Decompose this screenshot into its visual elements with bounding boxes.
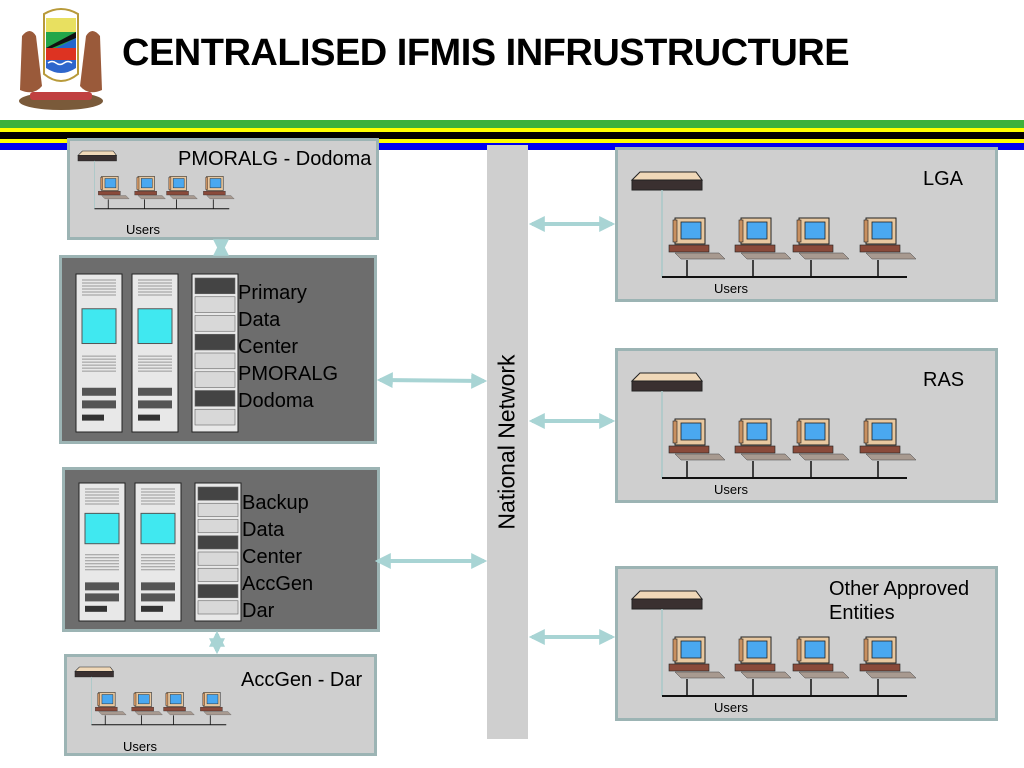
server-rack-icon xyxy=(134,482,182,622)
backup-data-center-box: Backup Data Center AccGen Dar xyxy=(62,467,380,632)
server-rack-icon xyxy=(131,273,179,433)
users-label: Users xyxy=(714,482,748,497)
backup-data-center-label: Backup Data Center AccGen Dar xyxy=(242,492,314,622)
workstation-icon xyxy=(859,217,917,260)
site-title: Other Approved Entities xyxy=(829,578,970,624)
server-rack-icon xyxy=(191,273,239,433)
primary-data-center-box: Primary Data Center PMORALG Dodoma xyxy=(59,255,377,444)
workstation-icon xyxy=(734,217,792,260)
workstation-icon xyxy=(131,692,163,715)
site-box-accgen: AccGen - Dar Users xyxy=(64,654,377,756)
router-icon xyxy=(630,590,703,610)
site-box-other-entities: Other Approved Entities Users xyxy=(615,566,998,721)
workstation-icon xyxy=(200,692,232,715)
server-rack-icon xyxy=(78,482,126,622)
workstation-icon xyxy=(163,692,195,715)
workstation-icon xyxy=(668,217,726,260)
user-network-diagram xyxy=(630,590,917,697)
users-label: Users xyxy=(123,739,157,754)
site-box-pmoralg: PMORALG - Dodoma Users xyxy=(67,138,379,240)
yellow-stripe-lower xyxy=(0,139,1024,143)
server-racks-icon xyxy=(78,482,242,622)
router-icon xyxy=(630,171,703,191)
primary-data-center-label: Primary Data Center PMORALG Dodoma xyxy=(238,282,339,412)
user-network-diagram xyxy=(630,372,917,479)
users-label: Users xyxy=(714,700,748,715)
workstation-icon xyxy=(134,176,166,199)
workstation-icon xyxy=(792,217,850,260)
users-label: Users xyxy=(714,281,748,296)
server-rack-icon xyxy=(75,273,123,433)
workstation-icon xyxy=(668,418,726,461)
server-racks-icon xyxy=(75,273,239,433)
workstation-icon xyxy=(668,636,726,679)
workstation-icon xyxy=(203,176,235,199)
workstation-icon xyxy=(859,418,917,461)
server-rack-icon xyxy=(194,482,242,622)
site-title: PMORALG - Dodoma xyxy=(178,148,372,170)
workstation-icon xyxy=(734,636,792,679)
arrow-primary-dc-to-network xyxy=(376,372,488,389)
router-icon xyxy=(77,150,118,162)
site-box-ras: RAS Users xyxy=(615,348,998,503)
yellow-stripe xyxy=(0,128,1024,132)
site-title: RAS xyxy=(923,369,965,391)
site-title: LGA xyxy=(923,168,964,190)
users-label: Users xyxy=(126,222,160,237)
user-network-diagram xyxy=(77,150,235,210)
workstation-icon xyxy=(792,418,850,461)
workstation-icon xyxy=(792,636,850,679)
site-box-lga: LGA Users xyxy=(615,147,998,302)
national-network-bar xyxy=(487,145,528,739)
workstation-icon xyxy=(859,636,917,679)
slide-title: CENTRALISED IFMIS INFRUSTRUCTURE xyxy=(122,32,850,74)
workstation-icon xyxy=(734,418,792,461)
user-network-diagram xyxy=(630,171,917,278)
coat-of-arms-emblem-icon xyxy=(19,8,103,110)
router-icon xyxy=(74,666,115,678)
workstation-icon xyxy=(166,176,198,199)
user-network-diagram xyxy=(74,666,232,726)
router-icon xyxy=(630,372,703,392)
green-stripe xyxy=(0,120,1024,128)
site-title: AccGen - Dar xyxy=(241,669,363,691)
black-stripe xyxy=(0,132,1024,139)
workstation-icon xyxy=(98,176,130,199)
workstation-icon xyxy=(95,692,127,715)
